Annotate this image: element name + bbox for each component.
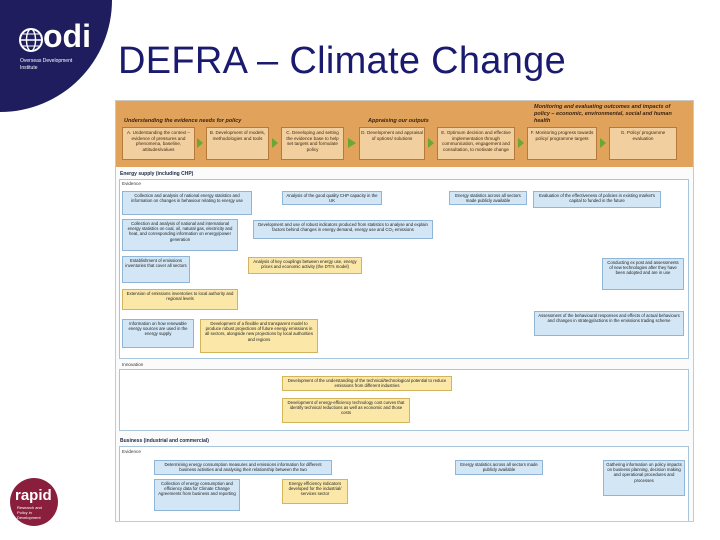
arrow-icon xyxy=(518,138,524,148)
energy-box: Development and use of robust indicators… xyxy=(253,220,433,239)
energy-innovation-label: Innovation xyxy=(122,362,144,367)
energy-box: Collection and analysis of national and … xyxy=(122,219,238,251)
energy-box: Collection and analysis of national ener… xyxy=(122,191,252,215)
energy-box: Information on how renewable energy sour… xyxy=(122,319,194,348)
step-f: F. Monitoring progress towards policy/ p… xyxy=(527,127,597,160)
energy-box: Analysis of the good quality CHP capacit… xyxy=(282,191,382,205)
energy-innovation-box: Development of energy-efficiency technol… xyxy=(282,398,410,423)
rapid-logo-subtitle: Research and Policy in Development xyxy=(17,505,42,520)
business-box: Energy efficiency indicators developed f… xyxy=(282,479,348,504)
header-group-understanding: Understanding the evidence needs for pol… xyxy=(124,118,242,124)
arrow-icon xyxy=(197,138,203,148)
business-box: Energy statistics across all sectors mad… xyxy=(455,460,543,475)
arrow-icon xyxy=(348,138,356,148)
business-evidence-label: Evidence xyxy=(122,449,141,454)
business-box: Gathering information on policy impacts … xyxy=(603,460,685,496)
business-heading: Business (industrial and commercial) xyxy=(120,438,209,444)
energy-box: Evaluation of the effectiveness of polic… xyxy=(533,191,661,208)
arrow-icon xyxy=(428,138,434,148)
odi-logo-subtitle: Overseas Development Institute xyxy=(20,58,73,71)
rapid-logo-text: rapid xyxy=(15,487,52,504)
rapid-logo: rapid Research and Policy in Development xyxy=(8,476,70,532)
energy-box: Conducting ex post and assessments of ne… xyxy=(602,258,684,290)
step-b: B. Development of models, methodologies … xyxy=(206,127,269,160)
energy-box: Establishment of emissions inventories t… xyxy=(122,256,190,283)
energy-box: Energy statistics across all sectors mad… xyxy=(449,191,527,205)
rapid-logo-graphic xyxy=(10,478,58,526)
energy-supply-heading: Energy supply (including CHP) xyxy=(120,171,194,177)
step-g: G. Policy/ programme evaluation xyxy=(609,127,677,160)
energy-innovation-box: Development of the understanding of the … xyxy=(282,376,452,391)
energy-evidence-label: Evidence xyxy=(122,181,141,186)
energy-box: Analysis of key couplings between energy… xyxy=(248,257,362,274)
step-a: A. Understanding the context – evidence … xyxy=(122,127,195,160)
framework-header: Understanding the evidence needs for pol… xyxy=(116,101,693,167)
slide-title: DEFRA – Climate Change xyxy=(118,40,567,82)
energy-box: Assessment of the behavioural responses … xyxy=(534,311,684,336)
framework-document: Understanding the evidence needs for pol… xyxy=(115,100,694,522)
header-group-appraising: Appraising our outputs xyxy=(368,118,429,124)
business-box: Collection of energy consumption and eff… xyxy=(154,479,240,511)
arrow-icon xyxy=(600,138,606,148)
header-group-monitoring: Monitoring and evaluating outcomes and i… xyxy=(534,104,672,124)
energy-box: Development of a flexible and transparen… xyxy=(200,319,318,353)
step-c: C. Developing and setting the evidence b… xyxy=(281,127,344,160)
arrow-icon xyxy=(272,138,278,148)
step-e: E. Optimum decision and effective implem… xyxy=(437,127,515,160)
energy-box: Extension of emissions inventories to lo… xyxy=(122,289,238,310)
odi-logo-graphic xyxy=(0,0,112,112)
business-box: Determining energy consumption measures … xyxy=(154,460,332,475)
odi-logo: odi Overseas Development Institute xyxy=(0,0,112,112)
odi-logo-text: odi xyxy=(43,18,91,54)
step-d: D. Development and appraisal of options/… xyxy=(359,127,425,160)
